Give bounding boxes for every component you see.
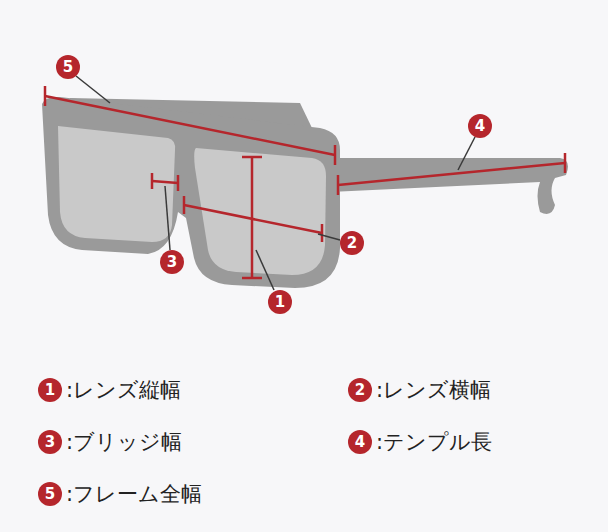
legend-item: 3:ブリッジ幅 — [38, 428, 182, 456]
callout-node: 4 — [468, 114, 492, 138]
legend-item: 5:フレーム全幅 — [38, 480, 202, 508]
legend-text: :フレーム全幅 — [66, 480, 202, 508]
leader-lines — [76, 76, 475, 290]
left-lens — [58, 126, 175, 242]
callout-node: 3 — [160, 250, 184, 274]
callout-node: 5 — [56, 55, 80, 79]
callout-number: 5 — [56, 55, 80, 79]
legend-item: 2:レンズ横幅 — [348, 376, 491, 404]
callout-node: 2 — [340, 231, 364, 255]
callout-number: 3 — [160, 250, 184, 274]
front-frame — [42, 97, 340, 288]
legend-text: :テンプル長 — [376, 428, 492, 456]
callout-number: 4 — [468, 114, 492, 138]
callout-number: 1 — [268, 290, 292, 314]
callout-number: 3 — [38, 430, 62, 454]
callout-number: 2 — [340, 231, 364, 255]
callout-number: 2 — [348, 378, 372, 402]
near-temple — [322, 158, 568, 214]
legend-text: :ブリッジ幅 — [66, 428, 182, 456]
legend-item: 4:テンプル長 — [348, 428, 492, 456]
legend-text: :レンズ縦幅 — [66, 376, 181, 404]
legend-item: 1:レンズ縦幅 — [38, 376, 181, 404]
callout-number: 5 — [38, 482, 62, 506]
callout-number: 1 — [38, 378, 62, 402]
callout-node: 1 — [268, 290, 292, 314]
callout-number: 4 — [348, 430, 372, 454]
legend-text: :レンズ横幅 — [376, 376, 491, 404]
measure-lines — [45, 86, 565, 278]
